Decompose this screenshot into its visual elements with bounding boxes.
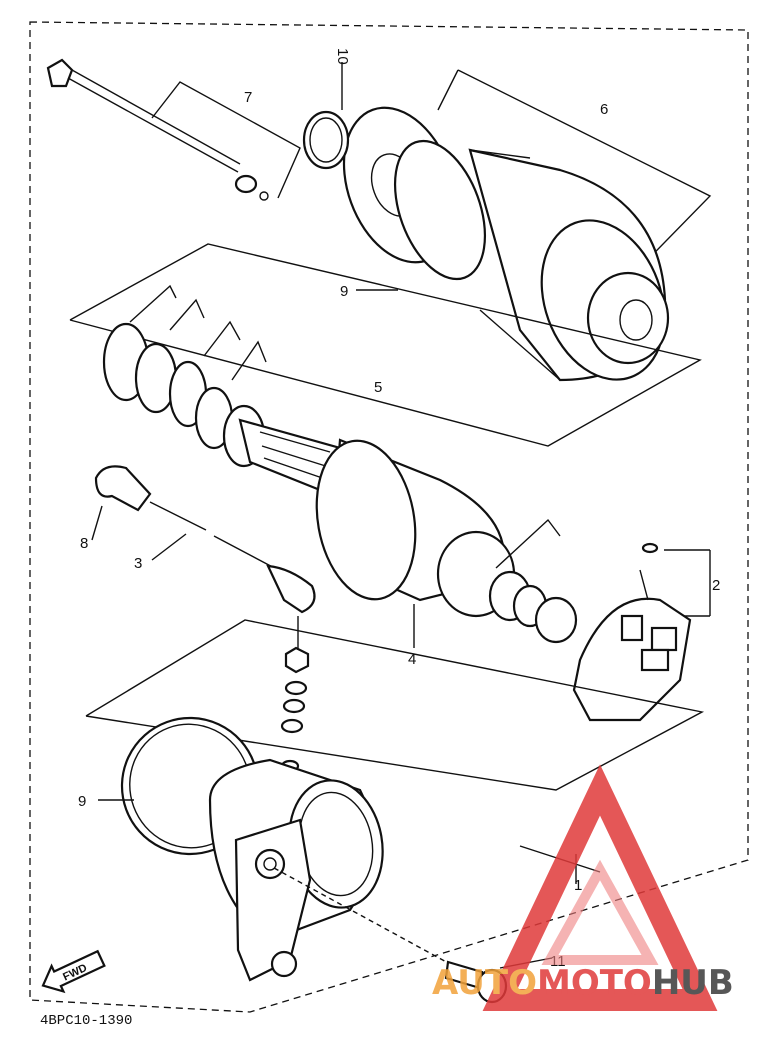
front-cover-part: [208, 758, 384, 982]
callout-4: 4: [408, 651, 416, 668]
through-bolt-part: [46, 58, 269, 201]
group-bracket-7: [151, 81, 301, 199]
callout-9-lower: 9: [78, 793, 86, 810]
svg-text:AUTOMOTOHUB: AUTOMOTOHUB: [432, 963, 734, 1003]
callout-3: 3: [134, 555, 142, 572]
forward-arrow-icon: FWD: [41, 949, 106, 994]
group-bracket-1: [85, 619, 705, 791]
callout-6: 6: [600, 101, 608, 118]
callout-2: 2: [712, 577, 720, 594]
rear-cover-part: [342, 106, 670, 382]
group-bracket-5: [69, 243, 702, 447]
watermark-text-hub: HUB: [652, 963, 734, 1003]
brush-holder-part: [572, 542, 711, 722]
callout-1: 1: [574, 877, 582, 894]
armature-part: [238, 418, 578, 644]
diagram-code: 4BPC10-1390: [40, 1013, 132, 1029]
automotohub-watermark: AUTOMOTOHUB: [432, 764, 734, 1011]
watermark-logo-icon: [482, 764, 718, 1011]
nut-washer-stack-part: [280, 646, 310, 773]
callout-7: 7: [244, 89, 252, 106]
washer-stack-part: [102, 322, 266, 468]
lead-wire-part: [94, 465, 316, 614]
callout-9-upper: 9: [340, 283, 348, 300]
o-ring-10: [302, 110, 350, 170]
watermark-text-auto: AUTO: [432, 963, 537, 1003]
callout-10: 10: [334, 48, 351, 65]
watermark-text-moto: MOTO: [537, 963, 652, 1003]
callout-8: 8: [80, 535, 88, 552]
outer-dashed-frame: [29, 21, 749, 1013]
callout-5: 5: [374, 379, 382, 396]
